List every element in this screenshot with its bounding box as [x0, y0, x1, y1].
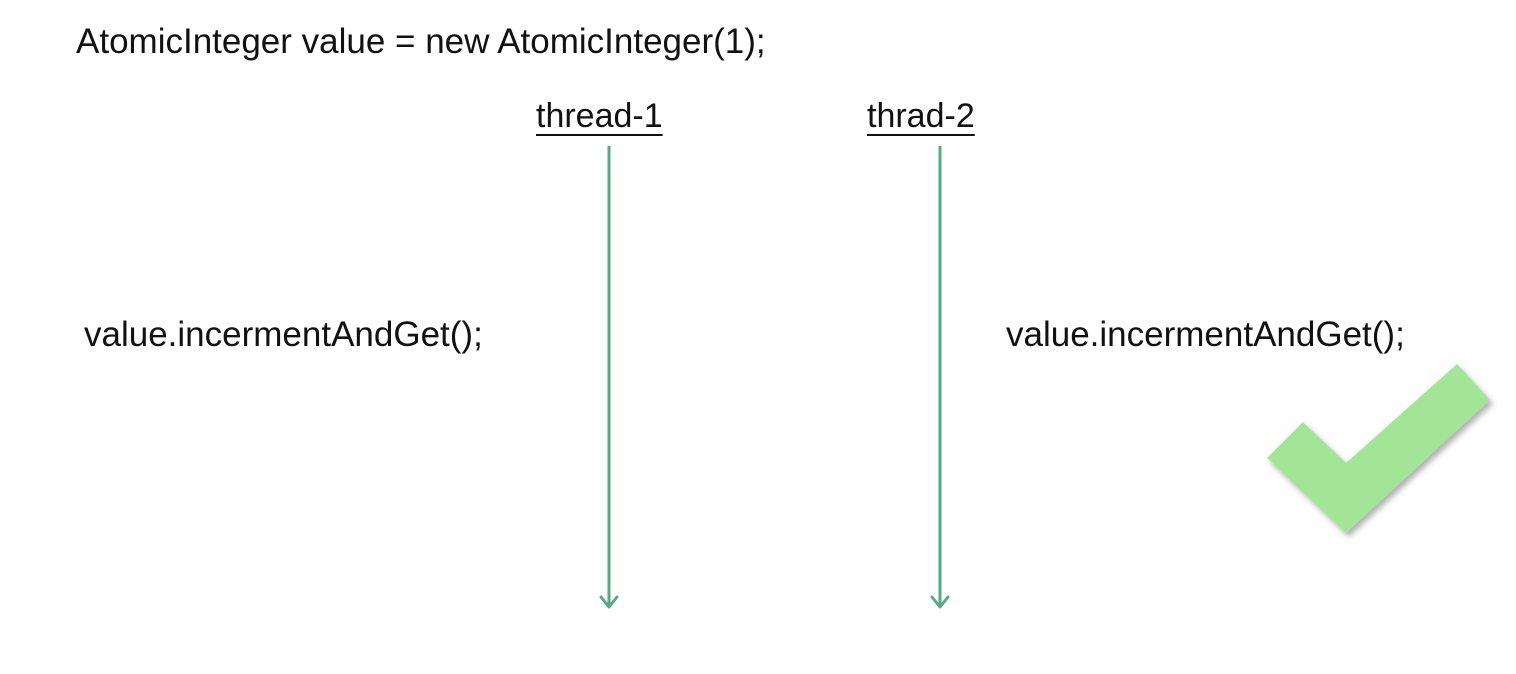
thread-1-label: thread-1: [536, 97, 663, 135]
thread-2-operation: value.incermentAndGet();: [1006, 315, 1405, 354]
thread-2-label: thrad-2: [867, 97, 975, 135]
thread-1-timeline: [599, 146, 619, 609]
checkmark-icon: [1267, 364, 1490, 533]
thread-2-timeline: [930, 146, 950, 609]
thread-1-operation: value.incermentAndGet();: [84, 315, 483, 354]
declaration-text: AtomicInteger value = new AtomicInteger(…: [76, 22, 766, 61]
